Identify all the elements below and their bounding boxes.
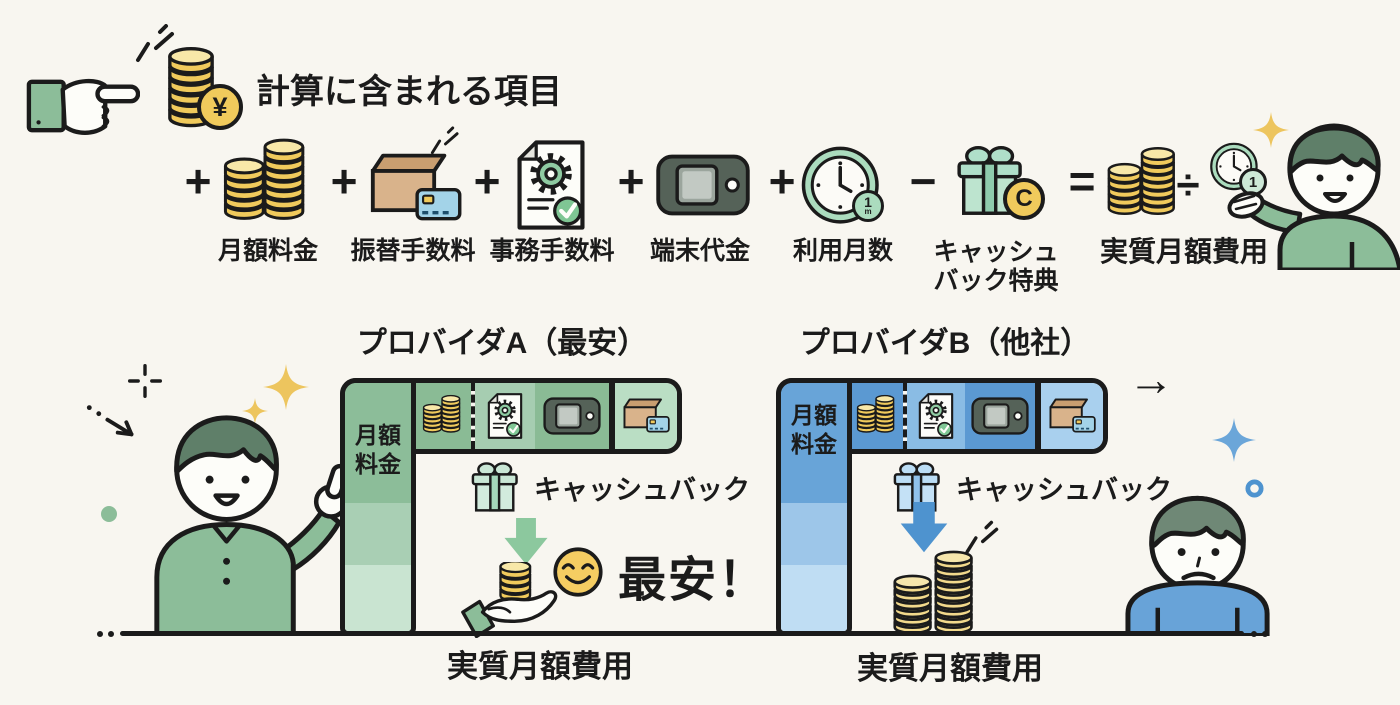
ground-dot xyxy=(108,631,114,637)
bar-b-segment-boxcard xyxy=(1041,383,1103,449)
term-label-transfer-fee: 振替手数料 xyxy=(350,237,476,265)
sparkle-lines-icon xyxy=(428,126,460,156)
provider-a-down-arrow-icon xyxy=(500,518,552,566)
yen-symbol: ¥ xyxy=(212,91,228,122)
minus-operator: − xyxy=(909,155,937,207)
bar-b-segment-device xyxy=(965,383,1035,449)
admin-fee-document-icon xyxy=(514,137,588,233)
green-dot-decoration xyxy=(101,506,117,522)
provider-a-bar-label: 月額 料金 xyxy=(355,422,401,477)
provider-b-title: プロバイダB（他社） xyxy=(799,327,1091,360)
device-cost-router-icon xyxy=(654,154,752,216)
cheapest-highlight: 最安！ xyxy=(618,554,769,607)
provider-b-coin-stacks-icon xyxy=(893,544,975,632)
provider-b-bar-label: 月額 料金 xyxy=(791,402,837,457)
plus-operator: + xyxy=(330,155,358,207)
clock-badge-value: 1 xyxy=(864,193,872,210)
term-label-monthly-fee: 月額料金 xyxy=(217,237,318,265)
smiley-face-icon xyxy=(552,546,604,598)
bar-a-segment-boxcard xyxy=(615,383,677,449)
bar-a-segment-device xyxy=(535,383,609,449)
bar-b-solid-divider xyxy=(1035,383,1041,449)
equals-operator: = xyxy=(1068,155,1096,207)
term-label-admin-fee: 事務手数料 xyxy=(489,237,615,265)
term-label-usage-months: 利用月数 xyxy=(792,237,893,265)
clock-months-badge: 1 m xyxy=(852,190,884,222)
ground-dot xyxy=(97,631,103,637)
router-icon xyxy=(971,397,1029,435)
pointing-person-illustration xyxy=(120,392,358,636)
plus-operator: + xyxy=(617,155,645,207)
router-icon xyxy=(543,397,601,435)
term-label-cashback: キャッシュ バック特典 xyxy=(933,238,1059,295)
divide-operator: ÷ xyxy=(1176,161,1200,208)
cashback-coin-letter: C xyxy=(1015,185,1033,212)
clock-badge-unit: m xyxy=(864,206,872,216)
ground-dot xyxy=(1251,631,1257,637)
cashback-coin-badge: C xyxy=(1003,178,1045,220)
bar-a-segment-document xyxy=(475,383,535,449)
box-card-icon xyxy=(621,395,671,437)
provider-b-cashback-label: キャッシュバック xyxy=(956,475,1172,505)
monthly-fee-coins-icon xyxy=(222,138,308,230)
plus-operator: + xyxy=(768,155,796,207)
coins-icon xyxy=(422,394,462,438)
box-card-icon xyxy=(1047,395,1097,437)
pointing-hand-icon xyxy=(26,66,140,146)
document-icon xyxy=(917,392,955,440)
provider-b-result-label: 実質月額費用 xyxy=(857,651,1043,686)
provider-a-gift-icon xyxy=(466,458,524,518)
bar-b-segment-document xyxy=(907,383,965,449)
continue-arrow: → xyxy=(1128,353,1174,405)
term-label-device-cost: 端末代金 xyxy=(649,237,750,265)
bar-a-solid-divider xyxy=(609,383,615,449)
ground-dot xyxy=(1262,631,1268,637)
presenter-person-illustration xyxy=(1222,112,1400,270)
sad-person-illustration xyxy=(1120,486,1284,636)
bar-a-segment-coins xyxy=(413,383,471,449)
coins-icon xyxy=(856,394,896,438)
provider-a-title: プロバイダA（最安） xyxy=(356,327,648,360)
ground-line xyxy=(120,631,1244,636)
document-icon xyxy=(486,392,524,440)
plus-operator: + xyxy=(184,155,212,207)
provider-a-monthly-fee-column: 月額 料金 xyxy=(340,378,416,636)
result-clock-badge-value: 1 xyxy=(1248,173,1258,191)
transfer-fee-box-card-icon xyxy=(366,148,464,228)
provider-a-cashback-label: キャッシュバック xyxy=(534,475,750,505)
plus-operator: + xyxy=(473,155,501,207)
provider-a-result-label: 実質月額費用 xyxy=(447,649,633,684)
sparkle-lines-icon xyxy=(962,520,1000,556)
page-title: 計算に含まれる項目 xyxy=(256,73,562,111)
bar-b-dashed-divider xyxy=(903,383,907,449)
bar-a-dashed-divider xyxy=(471,383,475,449)
yen-coin-badge: ¥ xyxy=(197,84,243,130)
bar-b-segment-coins xyxy=(849,383,903,449)
provider-b-monthly-fee-column: 月額 料金 xyxy=(776,378,852,636)
term-label-result: 実質月額費用 xyxy=(1099,236,1268,267)
blue-sparkle-icon xyxy=(1212,418,1256,462)
